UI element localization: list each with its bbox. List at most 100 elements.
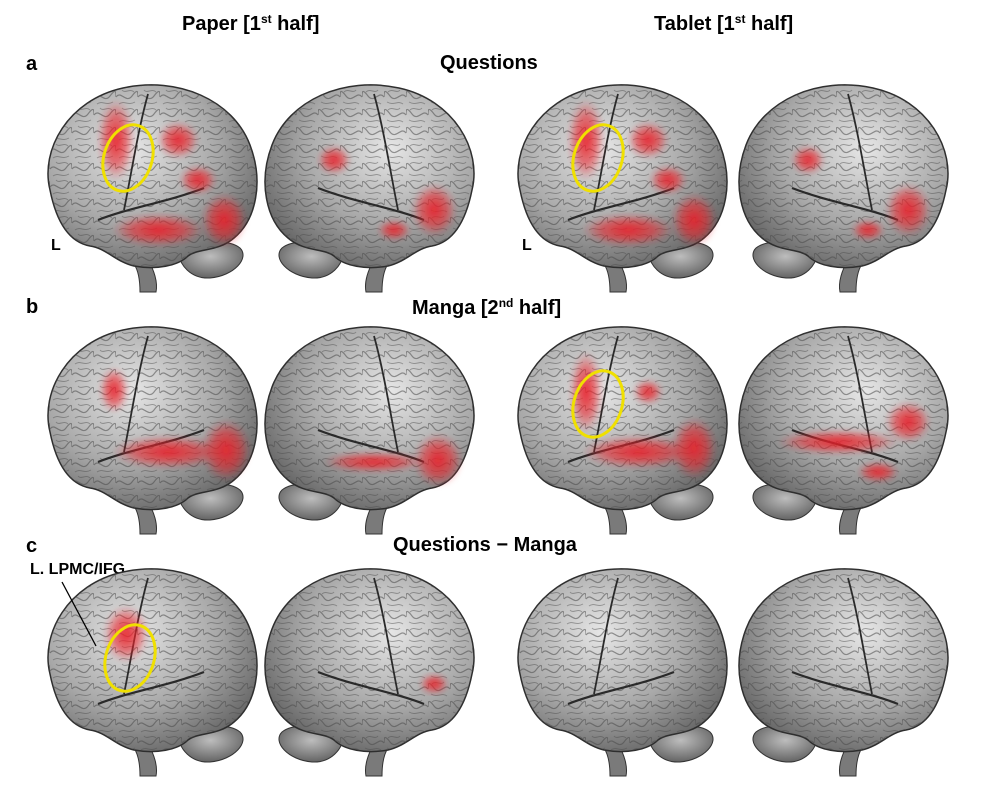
brain-tablet-questions-left xyxy=(498,70,734,293)
activation-blob xyxy=(886,184,930,236)
gyri-texture xyxy=(48,568,257,752)
activation-blob xyxy=(650,166,686,194)
activation-blob xyxy=(778,430,898,454)
central-sulcus xyxy=(373,93,399,211)
brain-group xyxy=(47,568,258,777)
central-sulcus xyxy=(123,93,149,211)
gyri-texture xyxy=(739,568,948,752)
activation-blob xyxy=(104,606,148,662)
brain-tablet-manga-right xyxy=(732,312,968,535)
brain-group xyxy=(517,326,728,535)
brain-tablet-questions-left-svg xyxy=(517,84,728,293)
row-title-questions: Questions xyxy=(440,52,538,74)
row-title-manga: Manga [2nd half] xyxy=(412,296,561,320)
sylvian-fissure xyxy=(791,670,899,706)
activation-layer xyxy=(104,606,148,662)
column-title-tablet-sup: st xyxy=(734,12,746,26)
brain-tablet-contrast-left-svg xyxy=(517,568,728,777)
activation-blob xyxy=(858,462,898,482)
activation-blob xyxy=(852,220,884,240)
brain-tablet-manga-left xyxy=(498,312,734,535)
brain-group xyxy=(517,84,728,293)
panel-letter-a: a xyxy=(26,53,38,75)
activation-blob xyxy=(583,436,693,468)
activation-blob xyxy=(886,402,930,442)
brain-group xyxy=(47,84,258,293)
central-sulcus xyxy=(847,577,873,695)
brain-group xyxy=(738,568,949,777)
brain-tablet-questions-right-svg xyxy=(738,84,949,293)
brain-tablet-manga-left-svg xyxy=(517,326,728,535)
activation-layer xyxy=(420,674,448,694)
column-title-paper-sup: st xyxy=(260,12,272,26)
brain-tablet-contrast-right-svg xyxy=(738,568,949,777)
activation-blob xyxy=(414,434,462,486)
activation-blob xyxy=(628,122,668,158)
activation-layer xyxy=(100,368,250,480)
brain-paper-contrast-right xyxy=(258,554,494,777)
activation-blob xyxy=(583,214,673,246)
brain-group xyxy=(264,84,475,293)
highlight-ellipse xyxy=(103,623,157,693)
gyri-texture xyxy=(739,326,948,510)
central-sulcus xyxy=(593,577,619,695)
activation-blob xyxy=(672,418,716,478)
highlight-ellipse xyxy=(101,123,155,193)
column-title-tablet-text: Tablet [1 xyxy=(654,13,735,35)
row-title-manga-sup: nd xyxy=(498,296,514,310)
activation-blob xyxy=(180,166,216,194)
brain-group xyxy=(264,326,475,535)
column-title-tablet-suffix: half] xyxy=(745,13,794,35)
column-title-paper: Paper [1st half] xyxy=(182,12,319,36)
activation-blob xyxy=(318,146,350,174)
activation-blob xyxy=(634,380,662,404)
gyri-texture xyxy=(265,84,474,268)
brain-group xyxy=(738,326,949,535)
brain-paper-manga-left xyxy=(28,312,264,535)
central-sulcus xyxy=(847,93,873,211)
brain-tablet-manga-right-svg xyxy=(738,326,949,535)
sylvian-fissure xyxy=(567,670,675,706)
brain-paper-manga-right-svg xyxy=(264,326,475,535)
activation-blob xyxy=(792,146,824,174)
panel-letter-c: c xyxy=(26,535,38,557)
callout-label-lpmc-ifg: L. LPMC/IFG xyxy=(30,561,126,578)
brain-group xyxy=(517,568,728,777)
column-title-paper-text: Paper [1 xyxy=(182,13,261,35)
activation-layer xyxy=(778,402,930,482)
activation-layer xyxy=(324,434,462,486)
hemisphere-label-left-tablet: L xyxy=(522,237,532,254)
brain-paper-questions-left xyxy=(28,70,264,293)
activation-layer xyxy=(792,146,930,240)
activation-blob xyxy=(158,122,198,158)
activation-layer xyxy=(568,100,716,246)
brain-paper-manga-left-svg xyxy=(47,326,258,535)
column-title-tablet: Tablet [1st half] xyxy=(654,12,793,36)
gyri-texture xyxy=(48,326,257,510)
activation-blob xyxy=(113,214,203,246)
brain-paper-contrast-right-svg xyxy=(264,568,475,777)
activation-blob xyxy=(202,194,246,246)
brain-paper-questions-right-svg xyxy=(264,84,475,293)
sylvian-fissure xyxy=(97,670,205,706)
activation-layer xyxy=(318,146,456,240)
row-title-contrast: Questions − Manga xyxy=(393,534,577,556)
central-sulcus xyxy=(373,335,399,453)
brain-paper-questions-right xyxy=(258,70,494,293)
gyri-texture xyxy=(739,84,948,268)
column-title-paper-suffix: half] xyxy=(271,13,320,35)
highlight-ellipse xyxy=(571,123,625,193)
central-sulcus xyxy=(593,93,619,211)
activation-layer xyxy=(98,100,246,246)
activation-blob xyxy=(324,452,424,472)
activation-blob xyxy=(568,100,604,180)
activation-blob xyxy=(98,100,134,180)
brain-paper-manga-right xyxy=(258,312,494,535)
brain-paper-contrast-left xyxy=(28,554,264,777)
activation-blob xyxy=(100,368,128,412)
brain-paper-questions-left-svg xyxy=(47,84,258,293)
brain-group xyxy=(738,84,949,293)
brain-tablet-questions-right xyxy=(732,70,968,293)
activation-blob xyxy=(378,220,410,240)
activation-blob xyxy=(420,674,448,694)
